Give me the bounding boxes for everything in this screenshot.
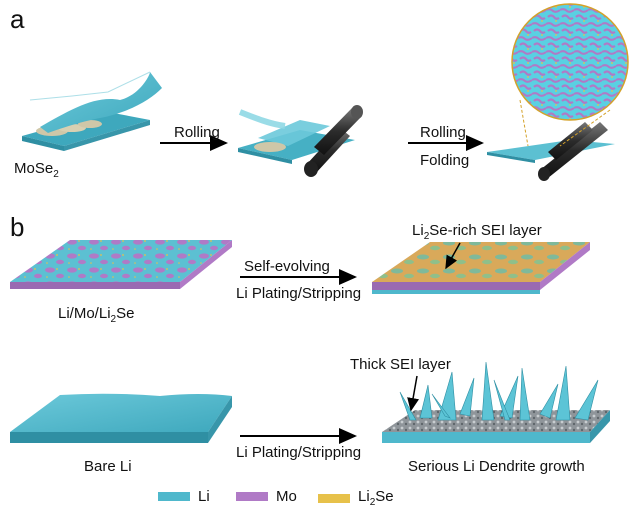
dendrite-slab [382,361,610,443]
panel-label-a: a [10,4,25,34]
li-swatch [158,492,190,501]
rolling-stage [238,105,363,177]
thick-sei-label: Thick SEI layer [350,356,451,373]
self-evolving-label: Self-evolving [244,258,330,275]
rolling-label-2: Rolling [420,124,466,141]
li-foil-with-mose2 [22,71,162,151]
mose2-label: MoSe2 [14,160,59,180]
thick-sei-pointer [407,375,419,412]
magnified-view [511,3,629,121]
folding-label: Folding [420,152,470,169]
legend-li2se: Li2Se [318,488,394,508]
rolling-label: Rolling [174,124,220,141]
li2se-swatch [318,493,350,503]
rolled-composite-foil [487,3,629,181]
dendrite-growth-label: Serious Li Dendrite growth [408,458,585,475]
panel-label-b: b [10,212,25,242]
li2se-sei-slab [372,242,590,294]
bare-li-slab [10,393,232,443]
sei-layer-label: Li2Se-rich SEI layer [412,222,542,242]
li-mo-li2se-label: Li/Mo/Li2Se [58,305,135,325]
plating-stripping-label-top: Li Plating/Stripping [236,285,362,302]
li-mo-li2se-slab [10,240,232,289]
legend-mo: Mo [236,488,297,505]
peeled-li-foil [40,72,162,133]
bare-li-label: Bare Li [84,458,132,475]
plating-stripping-label-bottom: Li Plating/Stripping [236,444,362,461]
li-dendrites [399,361,599,421]
sei-pointer [445,242,461,270]
mo-swatch [236,492,268,501]
roller-pair-2 [538,122,608,181]
roller-pair [304,105,363,177]
legend-li: Li [158,488,210,505]
